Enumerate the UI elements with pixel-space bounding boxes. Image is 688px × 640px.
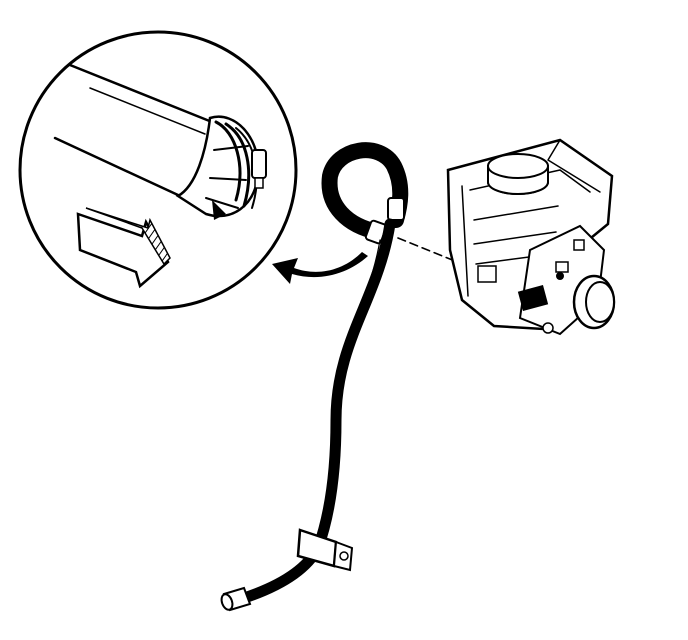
hose-assembly — [220, 142, 409, 612]
reservoir-cap — [487, 153, 549, 195]
pump-pulley — [572, 274, 616, 330]
reservoir-pump — [446, 138, 616, 336]
hose-fitting-detail — [175, 115, 267, 220]
corrugated-hose-loop — [321, 142, 409, 240]
mounting-clip — [296, 528, 354, 572]
release-direction-arrow — [76, 207, 171, 289]
hose-line — [232, 218, 396, 606]
callout-arrow — [272, 252, 368, 284]
hose-end-fitting — [220, 586, 252, 612]
detail-magnifier-view — [18, 30, 298, 310]
